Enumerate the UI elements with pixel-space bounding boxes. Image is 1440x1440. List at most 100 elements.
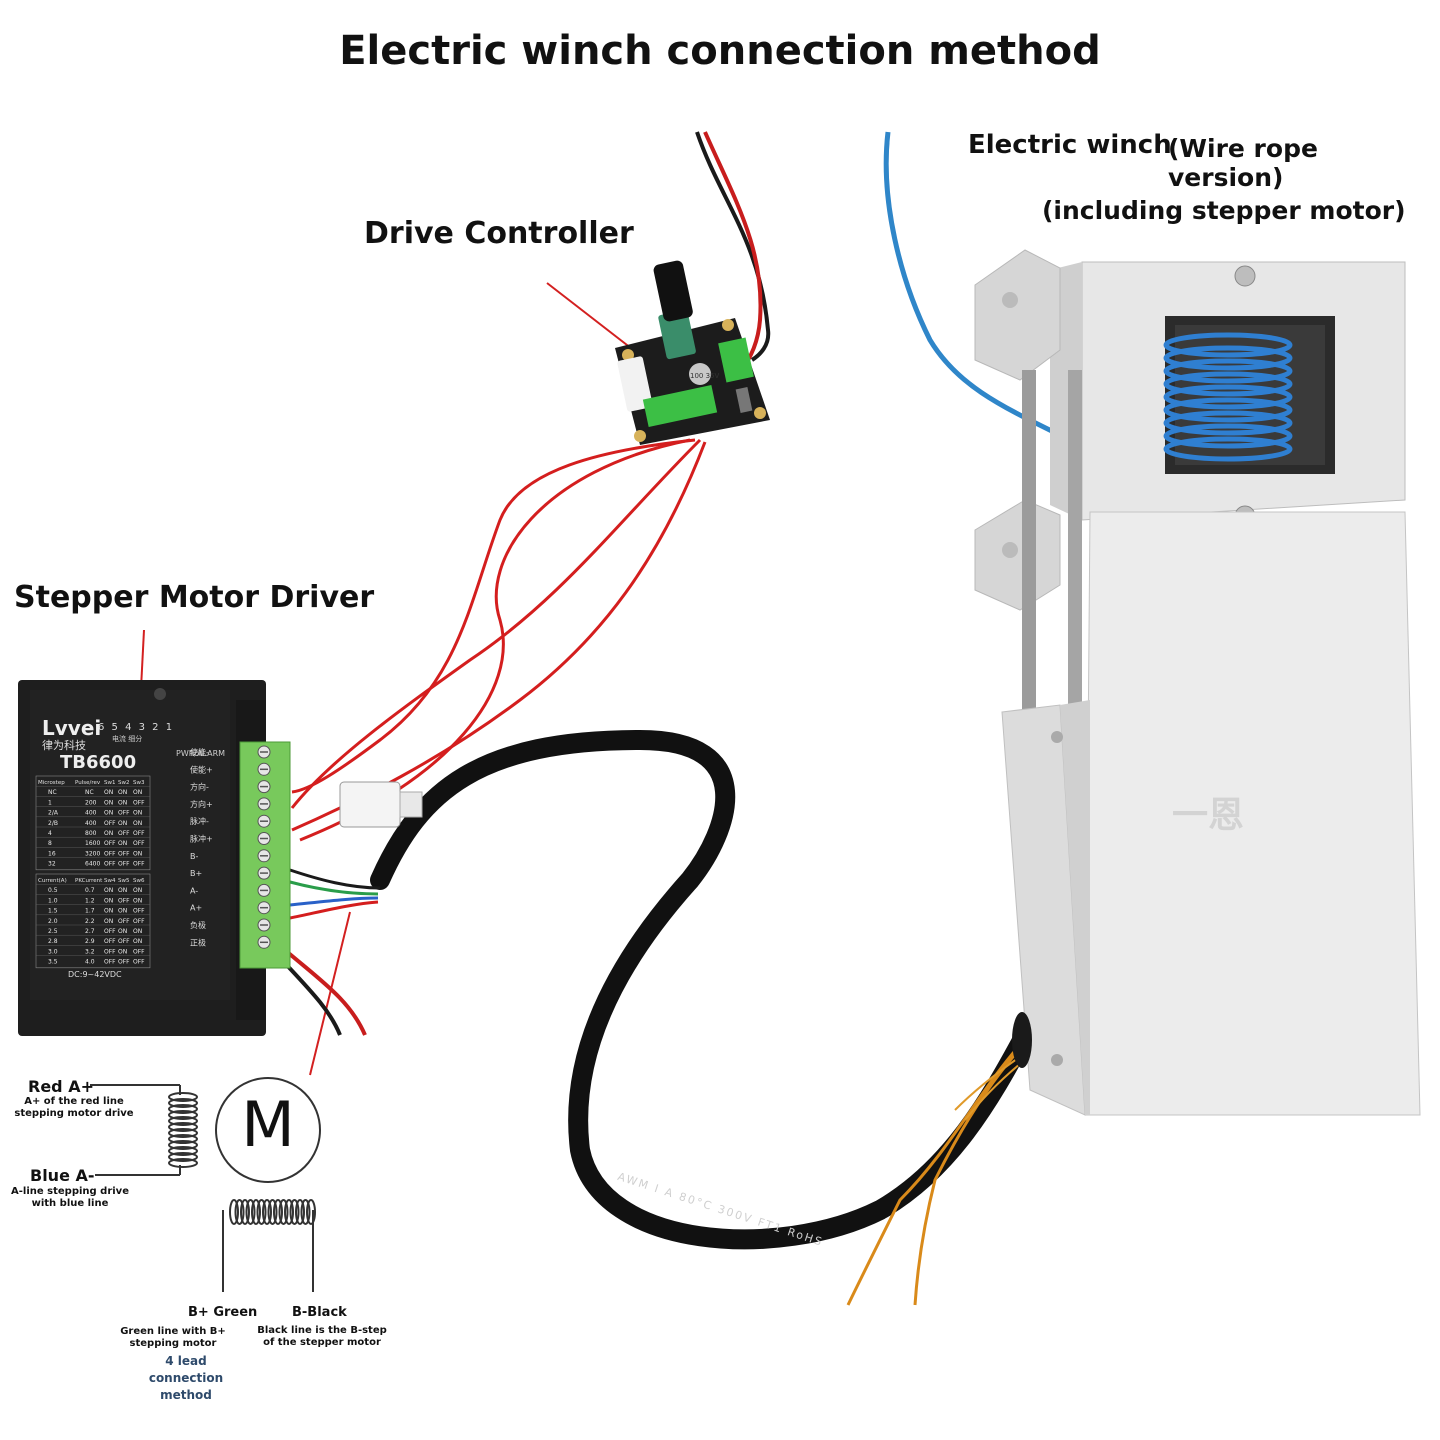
spec-cell: ON	[133, 810, 142, 817]
spec-cell: ON	[118, 799, 127, 806]
spec-cell: ON	[133, 938, 142, 945]
spec-cell: 2.2	[85, 918, 95, 925]
coil-a-turn	[168, 1152, 198, 1162]
rope-coil-turn	[1163, 397, 1293, 423]
spec-cell: OFF	[133, 799, 145, 806]
spec-cell: ON	[133, 897, 142, 904]
spec-cell: OFF	[104, 938, 116, 945]
motor-wire-black	[289, 868, 381, 890]
spec-header: Sw2	[118, 780, 130, 786]
coil-b-turn	[251, 1199, 261, 1225]
coil-b-turn	[295, 1199, 305, 1225]
spec-cell: ON	[118, 840, 127, 847]
coil-a-turn	[168, 1098, 198, 1108]
stepper-driver-label: Stepper Motor Driver	[14, 580, 375, 615]
rope-coil	[1163, 332, 1293, 462]
spec-cell: OFF	[104, 820, 116, 827]
coil-b-turn	[306, 1199, 316, 1225]
blue-a-minus-note: A-line stepping drive with blue line	[11, 1186, 129, 1209]
winch-label: Electric winch	[968, 130, 1172, 160]
red-a-plus-label: Red A+	[28, 1077, 94, 1096]
spec-cell: 3200	[85, 850, 100, 857]
spec-cell: OFF	[104, 840, 116, 847]
terminal-label: A-	[190, 886, 198, 895]
spec-cell: ON	[118, 887, 127, 894]
spec-cell: ON	[133, 789, 142, 796]
motor-wire-red	[289, 900, 379, 920]
rope-coil-turn	[1163, 423, 1293, 449]
terminal-label: 使能+	[190, 764, 213, 774]
spec-cell: OFF	[118, 918, 130, 925]
driver-dip-cn: 电流 细分	[112, 735, 143, 743]
motor-symbol-circle	[215, 1077, 321, 1183]
motor-symbol-letter: M	[241, 1088, 295, 1161]
spec-cell: 400	[85, 810, 97, 817]
controller-leader-line	[546, 282, 637, 353]
spec-header: Pulse/rev	[75, 780, 101, 786]
spec-cell: ON	[133, 850, 142, 857]
rope-coil-turn	[1163, 345, 1293, 371]
spec-cell: OFF	[118, 959, 130, 966]
spec-cell: OFF	[118, 938, 130, 945]
rope-coil-turn	[1163, 384, 1293, 410]
coil-b-turn	[284, 1199, 294, 1225]
drive-controller-label: Drive Controller	[364, 216, 634, 251]
spec-cell: 0.7	[85, 887, 95, 894]
terminal-label: B+	[190, 869, 202, 878]
winch-mark: 一恩	[1172, 795, 1245, 836]
signal-wire-4	[299, 438, 691, 842]
spec-cell: ON	[104, 810, 113, 817]
spec-cell: ON	[133, 928, 142, 935]
spec-cell: OFF	[133, 959, 145, 966]
spec-cell: ON	[104, 897, 113, 904]
driver-brand-cn: 律为科技	[42, 739, 86, 752]
power-wire-red	[703, 131, 763, 374]
spec-cell: OFF	[118, 830, 130, 837]
spec-cell: 4	[48, 830, 52, 837]
driver-brand: Lvvei	[42, 716, 102, 740]
rope-coil-turn	[1163, 371, 1293, 397]
coil-a-turn	[168, 1110, 198, 1120]
spec-header: Sw1	[104, 780, 116, 786]
spec-cell: ON	[104, 789, 113, 796]
spec-cell: OFF	[133, 948, 145, 955]
spec-cell: 3.5	[48, 959, 58, 966]
driver-pwr-alarm: PWR/ALARM	[176, 749, 226, 758]
spec-cell: OFF	[133, 908, 145, 915]
spec-cell: ON	[104, 908, 113, 915]
terminal-label: 正极	[190, 937, 206, 947]
motor-wire-blue	[289, 896, 379, 907]
spec-cell: NC	[48, 789, 57, 796]
terminal-label: 脉冲+	[190, 834, 213, 844]
spec-cell: OFF	[118, 897, 130, 904]
spec-cell: ON	[104, 830, 113, 837]
spec-cell: 400	[85, 820, 97, 827]
spec-cell: 1.2	[85, 897, 95, 904]
driver-voltage: DC:9~42VDC	[68, 970, 122, 979]
coil-a-turn	[168, 1122, 198, 1132]
winch-version-label: (Wire rope version)	[1168, 134, 1318, 192]
spec-cell: 1.7	[85, 908, 95, 915]
coil-a-turn	[168, 1158, 198, 1168]
orange-wire-1	[913, 1038, 1030, 1306]
coil-b-turn	[273, 1199, 283, 1225]
rope-coil-turn	[1163, 436, 1293, 462]
coil-b-turn	[245, 1199, 256, 1225]
spec-cell: OFF	[133, 861, 145, 868]
coil-b-turn	[229, 1199, 239, 1225]
coil-b-turn	[240, 1199, 250, 1225]
coil-b-turn	[256, 1199, 267, 1225]
spec-cell: 0.5	[48, 887, 58, 894]
spec-cell: OFF	[133, 918, 145, 925]
signal-wire-1	[291, 438, 696, 794]
spec-cell: 1.0	[48, 897, 58, 904]
driver-power-black	[280, 958, 342, 1036]
green-b-plus-label: B+ Green	[188, 1305, 258, 1320]
spec-cell: ON	[118, 928, 127, 935]
spec-header: Sw3	[133, 780, 145, 786]
spec-cell: ON	[133, 887, 142, 894]
terminal-label: 方向+	[190, 799, 213, 809]
spec-cell: OFF	[118, 850, 130, 857]
coil-b-turn	[278, 1199, 289, 1225]
